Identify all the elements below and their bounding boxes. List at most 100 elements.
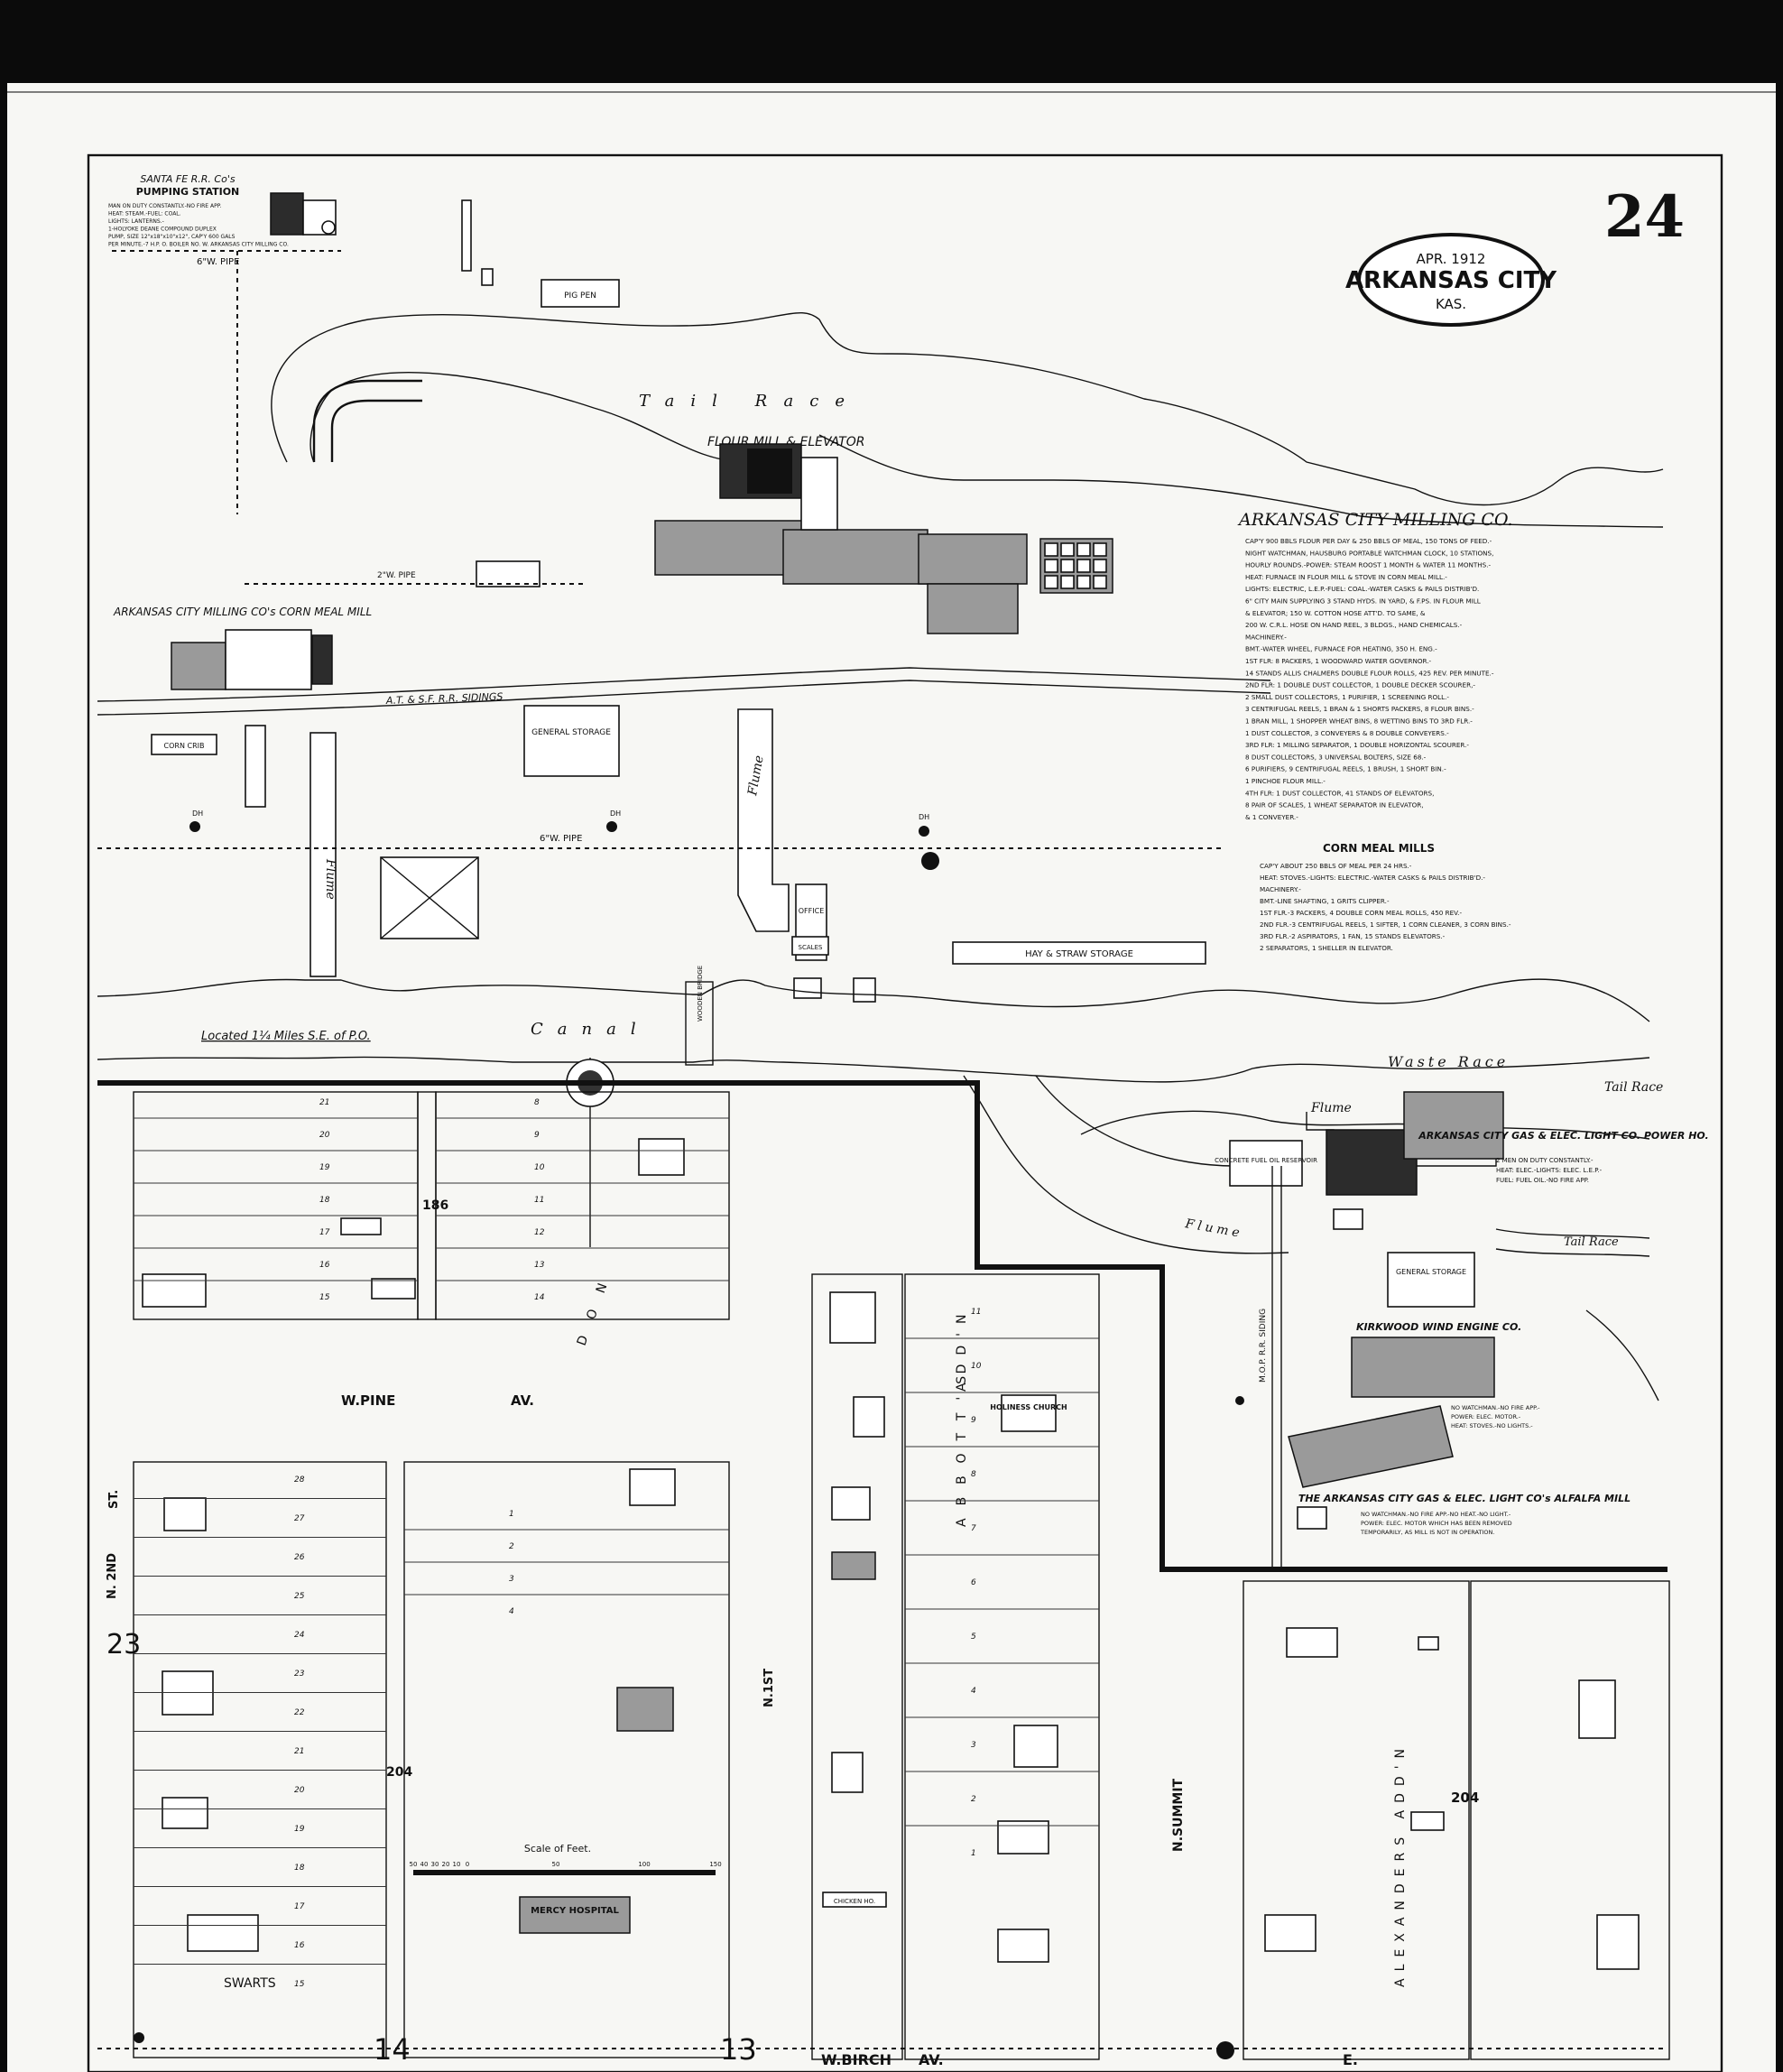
flume-channel-north xyxy=(1035,1075,1235,1167)
alexanders-addition: ALEXANDERS ADD'N xyxy=(1393,1742,1408,1987)
canal-north-bank xyxy=(97,978,1650,1022)
flume-left xyxy=(309,732,337,977)
bin xyxy=(1093,559,1107,573)
scale-tick: 50 xyxy=(410,1861,418,1868)
lot-number-b: 14 xyxy=(534,1293,545,1302)
milling-note: 14 STANDS ALLIS CHALMERS DOUBLE FLOUR RO… xyxy=(1245,669,1494,677)
abbott-west-strip xyxy=(811,1273,903,2060)
dwelling-d2 xyxy=(616,1687,674,1732)
flume-east-label: Flume xyxy=(1183,1216,1244,1241)
corn-elevator xyxy=(171,642,226,690)
pumping-note: LIGHTS: LANTERNS.- xyxy=(108,218,164,225)
kirkwood-label: KIRKWOOD WIND ENGINE CO. xyxy=(1356,1321,1521,1333)
block-c-outline xyxy=(133,1461,387,2058)
milling-note: 1 DUST COLLECTOR, 3 CONVEYERS & 8 DOUBLE… xyxy=(1245,729,1449,737)
power-notes: 2 MEN ON DUTY CONSTANTLY.-HEAT: ELEC.-LI… xyxy=(1496,1157,1603,1184)
milling-note: 2 SMALL DUST COLLECTORS, 1 PURIFIER, 1 S… xyxy=(1245,693,1449,701)
district-boundary xyxy=(97,1080,1668,1572)
mercy-hospital-label: MERCY HOSPITAL xyxy=(531,1906,619,1916)
lot-number-d: 2 xyxy=(509,1542,514,1551)
hydrant-1 xyxy=(189,821,200,832)
block-c-d: MERCY HOSPITAL xyxy=(133,1461,730,2058)
chicken-house-label: CHICKEN HO. xyxy=(834,1898,875,1905)
location-note: Located 1¼ Miles S.E. of P.O. xyxy=(201,1030,371,1043)
scale-tick: 20 xyxy=(442,1861,450,1868)
general-storage-east xyxy=(1387,1252,1475,1308)
waste-race-bank xyxy=(1080,1110,1650,1140)
lot-number-a: 18 xyxy=(319,1196,330,1205)
w-birch-label: W.BIRCH xyxy=(821,2051,892,2068)
lot-number-b: 8 xyxy=(534,1098,540,1107)
tail-race-label: Tail Race xyxy=(639,392,861,411)
pumping-title-1: SANTA FE R.R. Co's xyxy=(140,173,235,185)
pumping-title-2: PUMPING STATION xyxy=(136,186,240,198)
lot-number-a: 17 xyxy=(319,1228,330,1237)
lot-number-a: 16 xyxy=(319,1261,330,1270)
scales-label: SCALES xyxy=(799,944,823,951)
milling-note: 1 BRAN MILL, 1 SHOPPER WHEAT BINS, 8 WET… xyxy=(1245,717,1473,726)
milling-note: 200 W. C.R.L. HOSE ON HAND REEL, 3 BLDGS… xyxy=(1245,621,1463,629)
small-shed xyxy=(461,199,472,272)
milling-note: 4TH FLR: 1 DUST COLLECTOR, 41 STANDS OF … xyxy=(1245,789,1434,797)
pumping-building xyxy=(270,192,304,236)
elevator-bin-grid xyxy=(1044,542,1107,589)
milling-notes-list: CAP'Y 900 BBLS FLOUR PER DAY & 250 BBLS … xyxy=(1245,537,1494,821)
power-note: FUEL: FUEL OIL.-NO FIRE APP. xyxy=(1496,1177,1589,1184)
small-shed-2 xyxy=(481,268,494,286)
block-b-outline xyxy=(435,1091,730,1320)
pumping-note: PER MINUTE.-7 H.P. O. BOILER NO. W. ARKA… xyxy=(108,242,289,248)
flume-right-label: Flume xyxy=(745,754,767,798)
canal-label: Canal xyxy=(531,1020,651,1039)
bin xyxy=(1060,542,1075,557)
lot-number-c: 26 xyxy=(294,1553,305,1562)
tail-race-east-bank-1 xyxy=(1495,1228,1650,1239)
corn-meal-mill: ARKANSAS CITY MILLING CO's CORN MEAL MIL… xyxy=(113,606,372,690)
mercy-hospital xyxy=(519,1896,631,1934)
fuel-oil-reservoir xyxy=(1229,1140,1303,1187)
railway-sidings: A.T. & S.F. R.R. SIDINGS xyxy=(97,667,1271,716)
milling-note: HEAT: FURNACE IN FLOUR MILL & STOVE IN C… xyxy=(1245,573,1447,581)
flour-mill-complex: FLOUR MILL & ELEVATOR xyxy=(654,435,1113,634)
lot-number-d: 3 xyxy=(509,1575,514,1584)
upper-flume-b xyxy=(330,399,422,462)
milling-note: & 1 CONVEYER.- xyxy=(1245,813,1298,821)
corn-note: MACHINERY.- xyxy=(1260,885,1301,893)
w-birch-av-label: AV. xyxy=(919,2051,944,2068)
abbotts-blocks: HOLINESS CHURCH CHICKEN HO. xyxy=(811,1273,1100,2060)
n2nd-st-label: ST. xyxy=(107,1490,121,1509)
pumping-note: HEAT: STEAM.-FUEL: COAL. xyxy=(108,211,181,217)
kirkwood-note: NO WATCHMAN.-NO FIRE APP.- xyxy=(1451,1404,1540,1411)
dwelling-e1 xyxy=(829,1291,876,1344)
map-border xyxy=(87,153,1723,2072)
sidings-label: A.T. & S.F. R.R. SIDINGS xyxy=(385,690,503,707)
cartouche-date: APR. 1912 xyxy=(1417,251,1486,267)
alexander-block-2 xyxy=(1470,1580,1670,2060)
corn-mill-bldg xyxy=(225,629,312,690)
dwelling-c3 xyxy=(162,1797,208,1829)
lot-number-a: 21 xyxy=(319,1098,329,1107)
power-house-bldg xyxy=(1326,1129,1418,1196)
milling-note: 1ST FLR: 8 PACKERS, 1 WOODWARD WATER GOV… xyxy=(1245,657,1431,665)
pipe-2w-label: 2"W. PIPE xyxy=(377,571,416,580)
kirkwood-note: POWER: ELEC. MOTOR.- xyxy=(1451,1413,1521,1420)
dwelling-e5 xyxy=(831,1752,864,1793)
dwelling-f2 xyxy=(1264,1914,1316,1952)
milling-note: & ELEVATOR; 150 W. COTTON HOSE ATT'D. TO… xyxy=(1245,609,1426,617)
power-note: 2 MEN ON DUTY CONSTANTLY.- xyxy=(1496,1157,1594,1164)
alexander-block-1 xyxy=(1243,1580,1470,2060)
dwelling-d1 xyxy=(629,1468,676,1506)
abbotts-addition: ABBOTT'S xyxy=(955,1364,969,1527)
river-bank-east xyxy=(1585,1309,1659,1401)
oil-house xyxy=(853,977,876,1003)
lot-number-c: 25 xyxy=(294,1592,305,1601)
flume-channel-south xyxy=(963,1075,1289,1254)
cartouche-city: ARKANSAS CITY xyxy=(1345,267,1557,294)
holiness-church-label: HOLINESS CHURCH xyxy=(990,1403,1067,1411)
w-pine-label: W.PINE xyxy=(341,1392,395,1409)
bin xyxy=(1093,575,1107,589)
dwelling-c1 xyxy=(163,1497,207,1531)
don-addition: DON xyxy=(575,1264,617,1347)
swarts-addition: SWARTS xyxy=(224,1976,276,1991)
scale-bar-rect xyxy=(413,1870,716,1875)
